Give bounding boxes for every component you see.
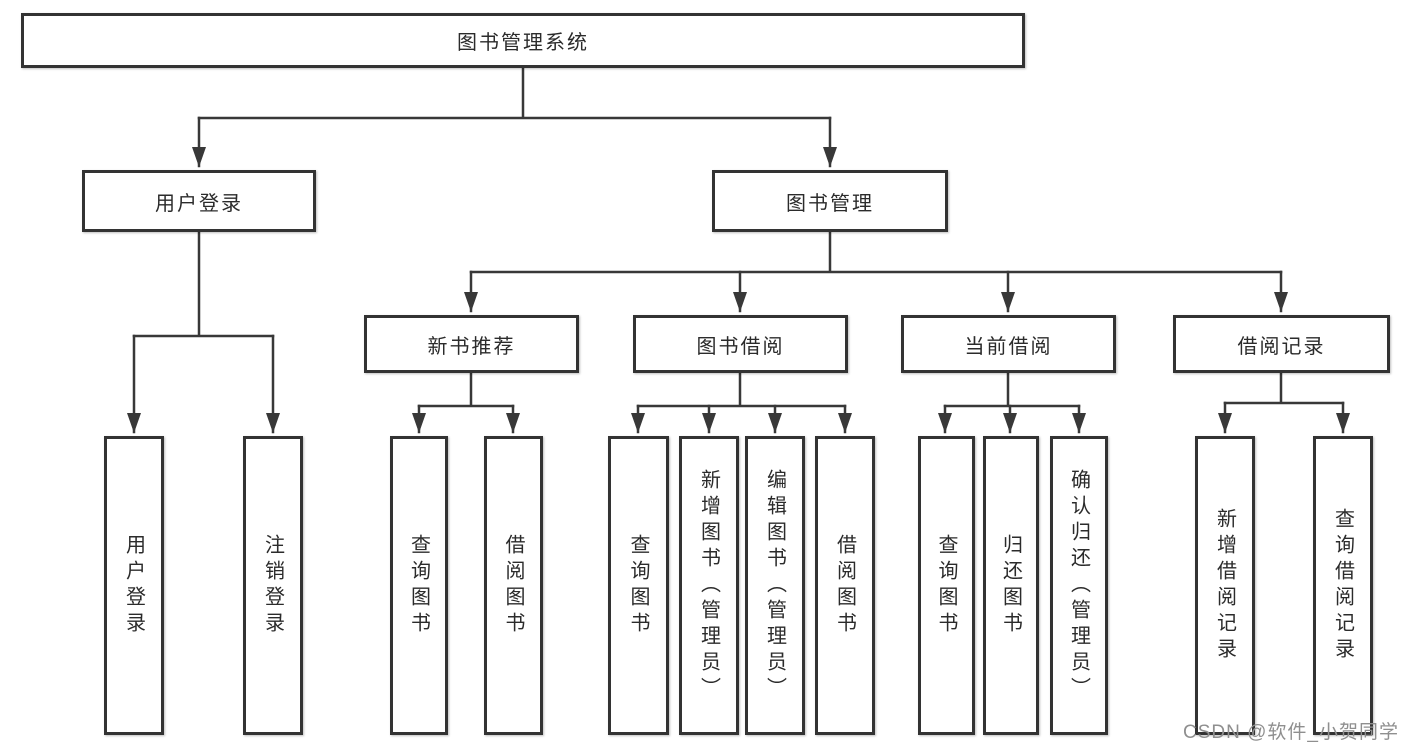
connector-new-book-rec-trunk	[417, 371, 515, 408]
node-label: 查询借阅记录	[1331, 507, 1354, 664]
node-leaf-logout: 注销登录	[243, 436, 303, 735]
node-label: 图书管理系统	[457, 32, 589, 54]
node-label: 查询图书	[627, 533, 649, 638]
node-borrow-records: 借阅记录	[1173, 315, 1390, 373]
connector-book-borrow-trunk	[636, 371, 847, 408]
node-book-borrowing: 图书借阅	[633, 315, 848, 373]
connector-book-mgmt-trunk	[469, 230, 1283, 274]
node-label: 编辑图书（管理员）	[763, 468, 786, 703]
connector-root-trunk	[197, 66, 832, 120]
connector-borrow-record-trunk	[1223, 371, 1345, 405]
node-label: 图书借阅	[696, 335, 785, 358]
node-label: 新增借阅记录	[1213, 507, 1236, 664]
node-label: 注销登录	[261, 533, 284, 638]
connector-current-borrow-trunk	[943, 371, 1081, 408]
node-cb-confirm-return-admin: 确认归还（管理员）	[1050, 436, 1108, 735]
node-rec-borrow-book: 借阅图书	[484, 436, 543, 735]
node-label: 用户登录	[122, 533, 145, 638]
node-bb-edit-book-admin: 编辑图书（管理员）	[745, 436, 805, 735]
node-bb-borrow-book: 借阅图书	[815, 436, 875, 735]
node-label: 图书管理	[786, 192, 874, 215]
node-br-query-record: 查询借阅记录	[1313, 436, 1373, 735]
node-label: 查询图书	[407, 533, 430, 638]
node-label: 确认归还（管理员）	[1067, 468, 1090, 703]
node-label: 归还图书	[999, 533, 1022, 638]
node-br-add-record: 新增借阅记录	[1195, 436, 1255, 735]
node-label: 当前借阅	[964, 335, 1053, 358]
node-leaf-user-login: 用户登录	[104, 436, 164, 735]
node-current-borrowing: 当前借阅	[901, 315, 1116, 373]
connector-user-login-trunk	[132, 230, 275, 338]
node-label: 查询图书	[935, 533, 957, 638]
node-bb-add-book-admin: 新增图书（管理员）	[679, 436, 739, 735]
node-book-management: 图书管理	[712, 170, 948, 232]
node-cb-return-book: 归还图书	[983, 436, 1039, 735]
node-rec-query-book: 查询图书	[390, 436, 448, 735]
node-label: 用户登录	[155, 192, 243, 215]
node-cb-query-book: 查询图书	[918, 436, 975, 735]
node-new-book-recommend: 新书推荐	[364, 315, 579, 373]
node-user-login: 用户登录	[82, 170, 316, 232]
node-label: 新书推荐	[427, 335, 516, 358]
node-bb-query-book: 查询图书	[608, 436, 669, 735]
csdn-watermark: CSDN @软件_小贺同学	[1183, 722, 1399, 743]
node-label: 借阅图书	[502, 533, 524, 638]
node-library-management-system: 图书管理系统	[21, 13, 1025, 68]
node-label: 借阅图书	[833, 533, 856, 638]
node-label: 借阅记录	[1237, 335, 1326, 358]
node-label: 新增图书（管理员）	[697, 468, 720, 703]
